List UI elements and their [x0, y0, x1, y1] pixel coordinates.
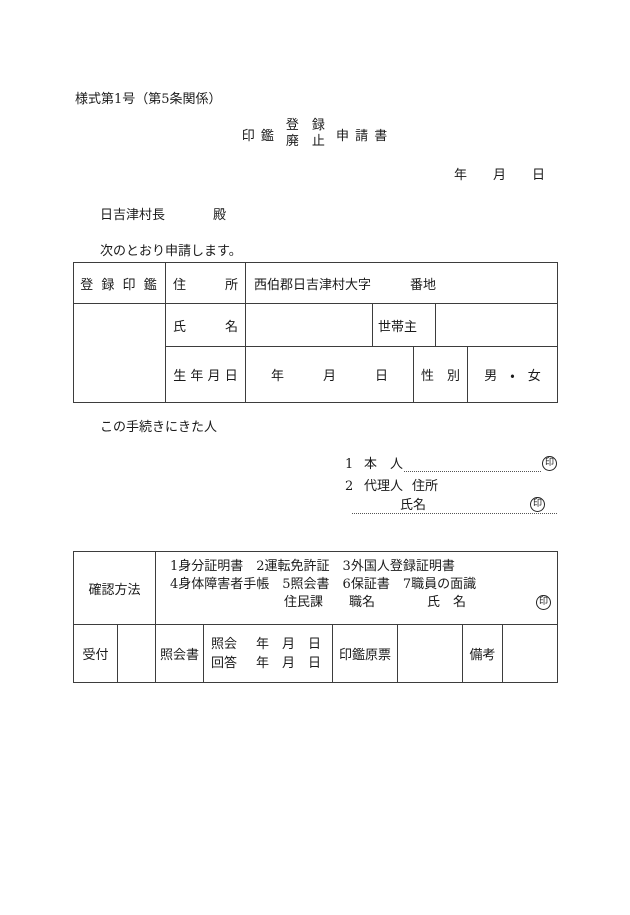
addressee: 日吉津村長 殿 — [100, 204, 226, 223]
confirm-docs-line2: 4身体障害者手帳 5照会書 6保証書 7職員の面識 — [170, 577, 477, 592]
visitor-line-agent-name: 氏名 印 — [352, 496, 557, 514]
title-left: 印 鑑 — [241, 128, 275, 144]
seal-impression-area — [73, 303, 166, 403]
addressee-name: 日吉津村長 — [100, 208, 166, 223]
inquiry-label: 照会 — [211, 636, 238, 652]
table-row: 生 年 月 日 年 月 日 性 別 男 ・ 女 — [74, 346, 558, 403]
gender-label: 性 別 — [413, 346, 468, 403]
remarks-value-blank — [502, 624, 558, 683]
remarks-label: 備考 — [462, 624, 503, 683]
visitor-item2-number: 2 — [345, 479, 354, 494]
reply-date-line: 回答 年 月 日 — [205, 654, 332, 673]
visitor-item2-name-label: 氏名 — [400, 498, 427, 513]
table-row: 登 録 印 鑑 住 所 西伯郡日吉津村大字 番地 — [73, 262, 558, 304]
householder-value-blank — [435, 303, 558, 347]
confirm-docs-line1: 1身分証明書 2運転免許証 3外国人登録証明書 — [170, 559, 455, 574]
visitor-line-agent: 2 代理人 住所 — [345, 477, 557, 494]
applicant-table: 登 録 印 鑑 住 所 西伯郡日吉津村大字 番地 氏 名 世帯主 生 年 月 日… — [73, 262, 558, 403]
inquiry-date-line: 照会 年 月 日 — [205, 635, 332, 654]
table-row: 氏 名 世帯主 — [73, 303, 558, 403]
table-row: 確認方法 1身分証明書 2運転免許証 3外国人登録証明書 4身体障害者手帳 5照… — [73, 551, 558, 625]
registered-seal-label: 登 録 印 鑑 — [73, 262, 166, 304]
confirmation-table: 確認方法 1身分証明書 2運転免許証 3外国人登録証明書 4身体障害者手帳 5照… — [73, 551, 558, 683]
title-stack-top: 登 録 — [285, 118, 325, 133]
reception-value-blank — [117, 624, 156, 683]
staff-line-text: 住民課 職名 氏 名 — [284, 595, 467, 610]
seal-mark-icon: 印 — [542, 456, 557, 471]
date-line: 年 月 日 — [454, 168, 546, 183]
seal-mark-icon: 印 — [536, 595, 551, 610]
visitor-item1-label: 本 人 — [364, 457, 404, 472]
address-value: 西伯郡日吉津村大字 番地 — [245, 262, 558, 304]
birthdate-label: 生 年 月 日 — [165, 346, 246, 403]
confirm-staff-line: 住民課 職名 氏 名 印 — [157, 594, 557, 612]
title-stack-bottom: 廃 止 — [285, 134, 325, 149]
visitor-heading: この手続きにきた人 — [100, 420, 218, 435]
form-title: 印 鑑 登 録 廃 止 申 請 書 — [0, 118, 630, 150]
reception-label: 受付 — [73, 624, 118, 683]
intro-text: 次のとおり申請します。 — [100, 244, 242, 259]
title-right: 申 請 書 — [335, 128, 389, 144]
reply-label: 回答 — [211, 655, 238, 671]
addressee-honorific: 殿 — [213, 208, 227, 223]
inquiry-ymd: 年 月 日 — [256, 636, 322, 652]
householder-label: 世帯主 — [372, 303, 436, 347]
reply-ymd: 年 月 日 — [256, 655, 322, 671]
visitor-item1-number: 1 — [345, 457, 354, 472]
title-stack: 登 録 廃 止 — [286, 118, 325, 150]
address-label: 住 所 — [165, 262, 246, 304]
dotted-leader — [404, 457, 541, 472]
seal-mark-icon: 印 — [530, 497, 545, 512]
name-label: 氏 名 — [165, 303, 246, 347]
seal-record-label: 印鑑原票 — [332, 624, 398, 683]
inquiry-doc-label: 照会書 — [155, 624, 204, 683]
visitor-item2-label: 代理人 — [364, 479, 404, 494]
form-number: 様式第1号（第5条関係） — [75, 92, 222, 107]
visitor-item2-address-label: 住所 — [412, 479, 439, 494]
name-value-blank — [245, 303, 373, 347]
seal-record-value-blank — [397, 624, 463, 683]
visitor-line-self: 1 本 人 印 — [345, 455, 557, 472]
gender-value: 男 ・ 女 — [467, 346, 558, 403]
inquiry-dates-cell: 照会 年 月 日 回答 年 月 日 — [203, 624, 333, 683]
birthdate-value: 年 月 日 — [245, 346, 414, 403]
confirm-method-label: 確認方法 — [73, 551, 156, 625]
table-row: 受付 照会書 照会 年 月 日 回答 年 月 日 印鑑原票 備考 — [73, 624, 558, 683]
confirm-docs-cell: 1身分証明書 2運転免許証 3外国人登録証明書 4身体障害者手帳 5照会書 6保… — [155, 551, 558, 625]
